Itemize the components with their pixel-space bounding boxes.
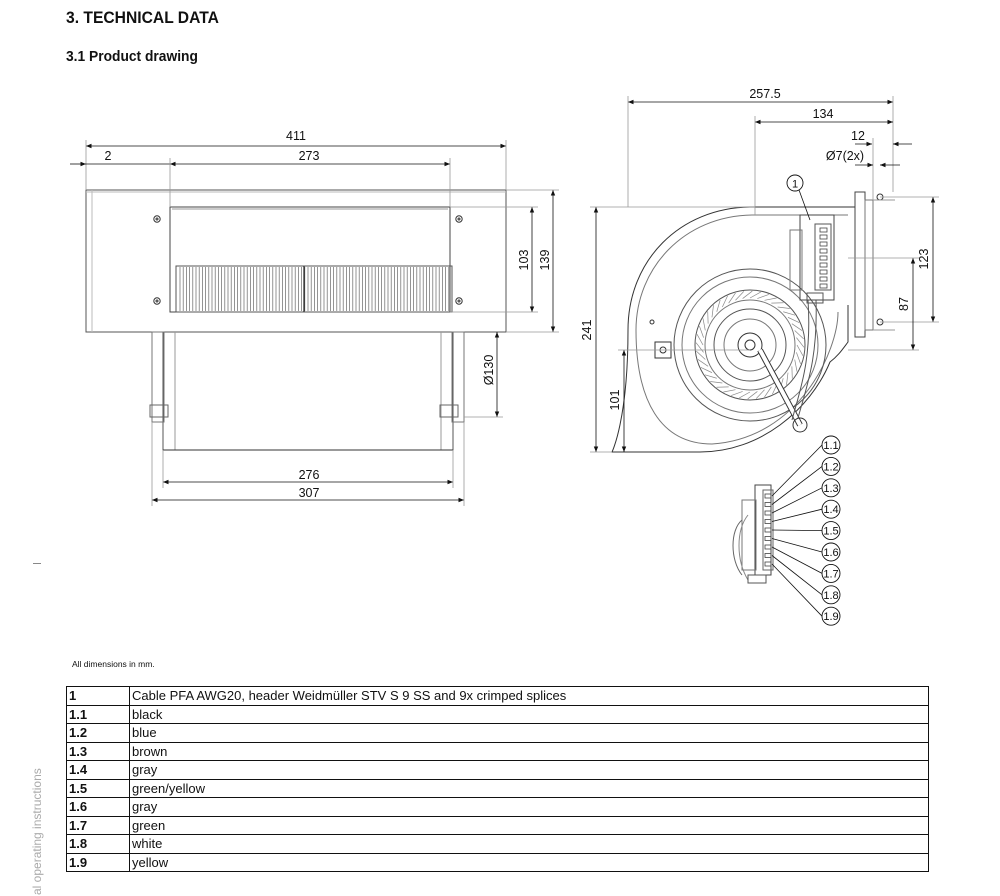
part-id: 1.6 (66, 797, 130, 817)
dim-257-5: 257.5 (749, 87, 780, 101)
callout-1: 1 (792, 179, 798, 191)
side-view (611, 174, 895, 453)
dim-241: 241 (580, 320, 594, 341)
part-id: 1.1 (66, 704, 130, 724)
connector-callout-label: 1.4 (823, 504, 838, 516)
part-description: black (129, 704, 929, 724)
part-description: yellow (129, 852, 929, 872)
part-description: blue (129, 723, 929, 743)
margin-mark (33, 563, 41, 564)
dim-12: 12 (851, 129, 865, 143)
dim-101: 101 (608, 390, 622, 411)
part-id: 1.7 (66, 815, 130, 835)
dim-87: 87 (897, 297, 911, 311)
part-id: 1.4 (66, 760, 130, 780)
part-id: 1.8 (66, 834, 130, 854)
dim-2: 2 (105, 149, 112, 163)
part-description: white (129, 834, 929, 854)
subsection-title: 3.1 Product drawing (66, 48, 198, 65)
dim-7: Ø7(2x) (826, 149, 864, 163)
dim-130: Ø130 (482, 355, 496, 386)
connector-callout-label: 1.9 (823, 611, 838, 623)
dimensions-note: All dimensions in mm. (72, 659, 155, 669)
dim-123: 123 (917, 249, 931, 270)
section-title: 3. TECHNICAL DATA (66, 8, 219, 27)
part-id: 1.3 (66, 741, 130, 761)
dim-139: 139 (538, 250, 552, 271)
connector-callout-label: 1.8 (823, 590, 838, 602)
connector-callout-label: 1.6 (823, 547, 838, 559)
dim-134: 134 (813, 107, 834, 121)
dim-273: 273 (299, 149, 320, 163)
part-id: 1.9 (66, 852, 130, 872)
product-drawing: 411 2 273 103 139 Ø130 276 307 (70, 87, 939, 626)
dim-307: 307 (299, 486, 320, 500)
connector-callout-label: 1.2 (823, 461, 838, 473)
part-id: 1.2 (66, 723, 130, 743)
connector-detail (732, 435, 841, 626)
part-description: gray (129, 760, 929, 780)
connector-callout-label: 1.1 (823, 440, 838, 452)
part-id: 1 (66, 686, 130, 706)
part-description: green/yellow (129, 778, 929, 798)
front-view (85, 189, 507, 451)
dim-103: 103 (517, 250, 531, 271)
dim-276: 276 (299, 468, 320, 482)
connector-callout-label: 1.5 (823, 526, 838, 538)
dim-411: 411 (286, 129, 306, 143)
part-id: 1.5 (66, 778, 130, 798)
part-description: Cable PFA AWG20, header Weidmüller STV S… (129, 686, 929, 706)
side-footer-text: al operating instructions (30, 768, 44, 895)
part-description: green (129, 815, 929, 835)
part-description: brown (129, 741, 929, 761)
connector-callout-label: 1.7 (823, 568, 838, 580)
connector-callout-label: 1.3 (823, 483, 838, 495)
part-description: gray (129, 797, 929, 817)
